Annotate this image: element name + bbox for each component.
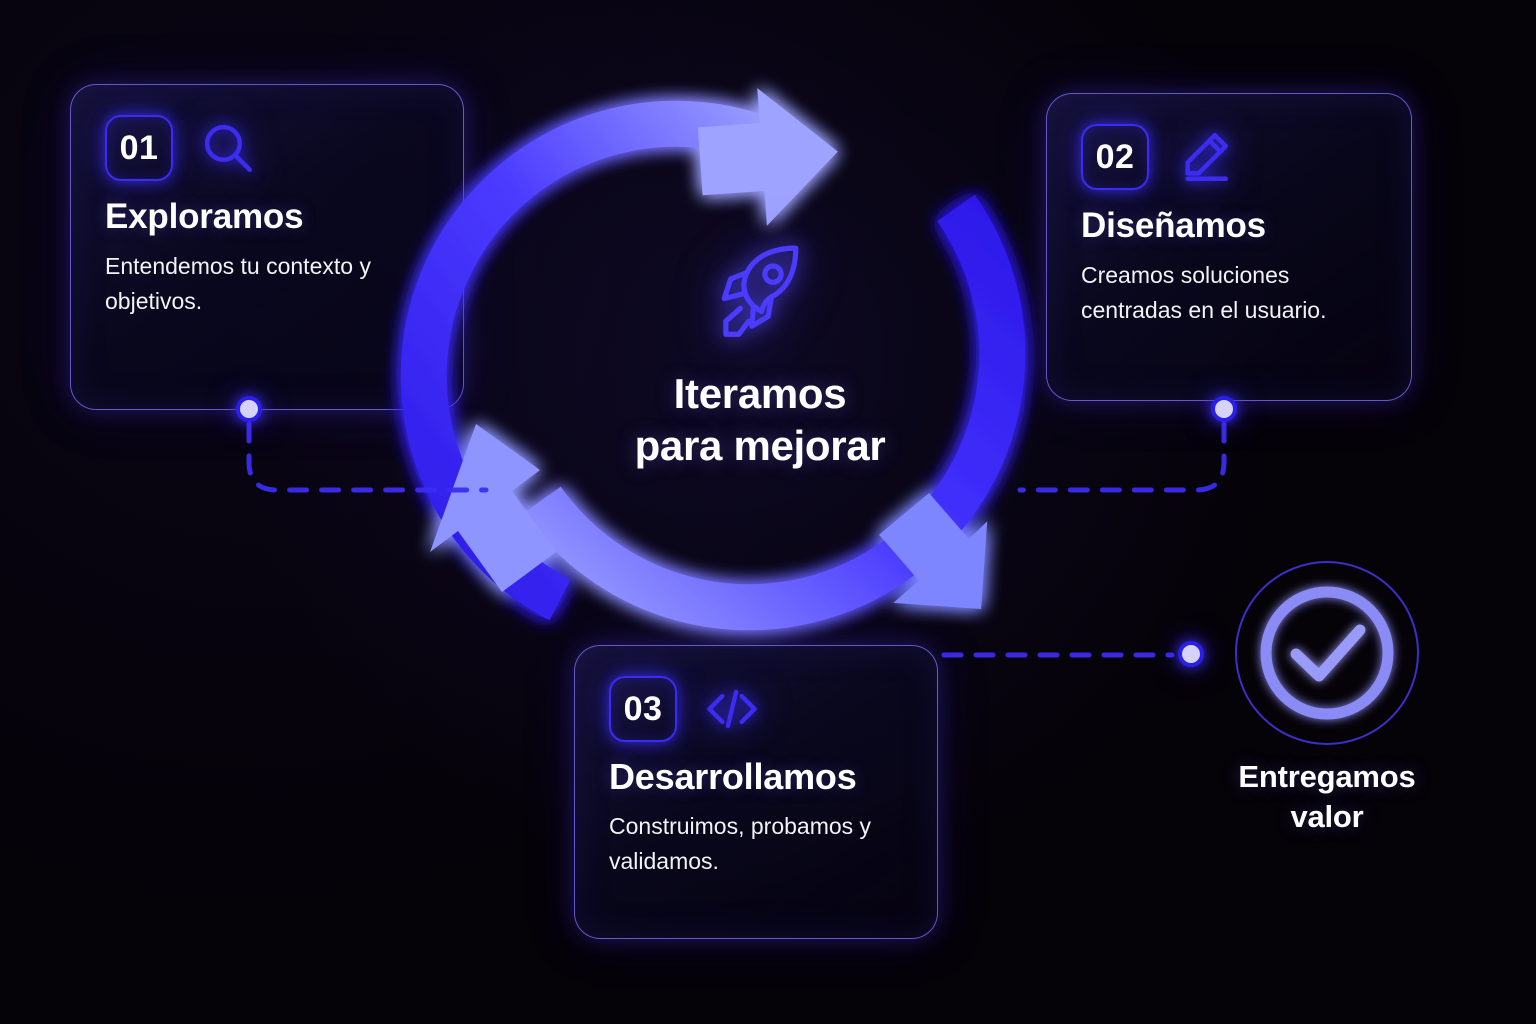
card-header: 03	[609, 676, 907, 742]
step-description: Creamos soluciones centradas en el usuar…	[1081, 261, 1327, 323]
connector-dot-card1	[236, 396, 262, 422]
step-card-01[interactable]: 01 Exploramos Entendemos tu contexto y o…	[70, 84, 464, 410]
outcome-label-line-1: Entregamos	[1238, 759, 1416, 794]
step-description: Construimos, probamos y validamos.	[609, 812, 872, 874]
step-title: Exploramos	[105, 197, 304, 236]
step-description: Entendemos tu contexto y objetivos.	[105, 252, 371, 314]
search-icon	[204, 124, 253, 173]
cycle-arrowhead-left	[430, 424, 556, 592]
card-header: 02	[1081, 124, 1381, 190]
step-number-badge: 02	[1081, 124, 1149, 190]
checkmark	[1290, 624, 1366, 682]
outer-ring	[1235, 561, 1419, 745]
connector-dot-card3	[1178, 641, 1204, 667]
pencil-icon	[1185, 132, 1229, 182]
code-brackets-icon	[707, 689, 757, 729]
step-title: Desarrollamos	[609, 756, 857, 797]
cycle-center-title: Iteramos para mejorar	[560, 368, 960, 471]
cycle-title-line-1: Iteramos	[673, 370, 847, 417]
check-circle-icon	[1235, 561, 1419, 745]
step-card-03[interactable]: 03 Desarrollamos Construimos, probamos y…	[574, 645, 938, 939]
cycle-center-content: Iteramos para mejorar	[560, 240, 960, 471]
connector-card2-to-cycle	[1017, 421, 1227, 493]
step-number-badge: 03	[609, 676, 677, 742]
step-number-badge: 01	[105, 115, 173, 181]
connector-card1-to-cycle	[246, 421, 489, 493]
cycle-title-line-2: para mejorar	[634, 421, 886, 469]
outcome-label: Entregamos valor	[1185, 757, 1469, 836]
rocket-icon	[721, 245, 799, 337]
inner-ring	[1260, 586, 1394, 720]
card-header: 01	[105, 115, 433, 181]
step-card-02[interactable]: 02 Diseñamos Creamos soluciones centrada…	[1046, 93, 1412, 401]
cycle-arrowhead-top	[697, 88, 838, 226]
step-title: Diseñamos	[1081, 206, 1266, 245]
connector-dot-card2	[1211, 396, 1237, 422]
outcome-label-line-2: valor	[1290, 798, 1364, 834]
cycle-arrowhead-bottom-right	[879, 493, 988, 610]
